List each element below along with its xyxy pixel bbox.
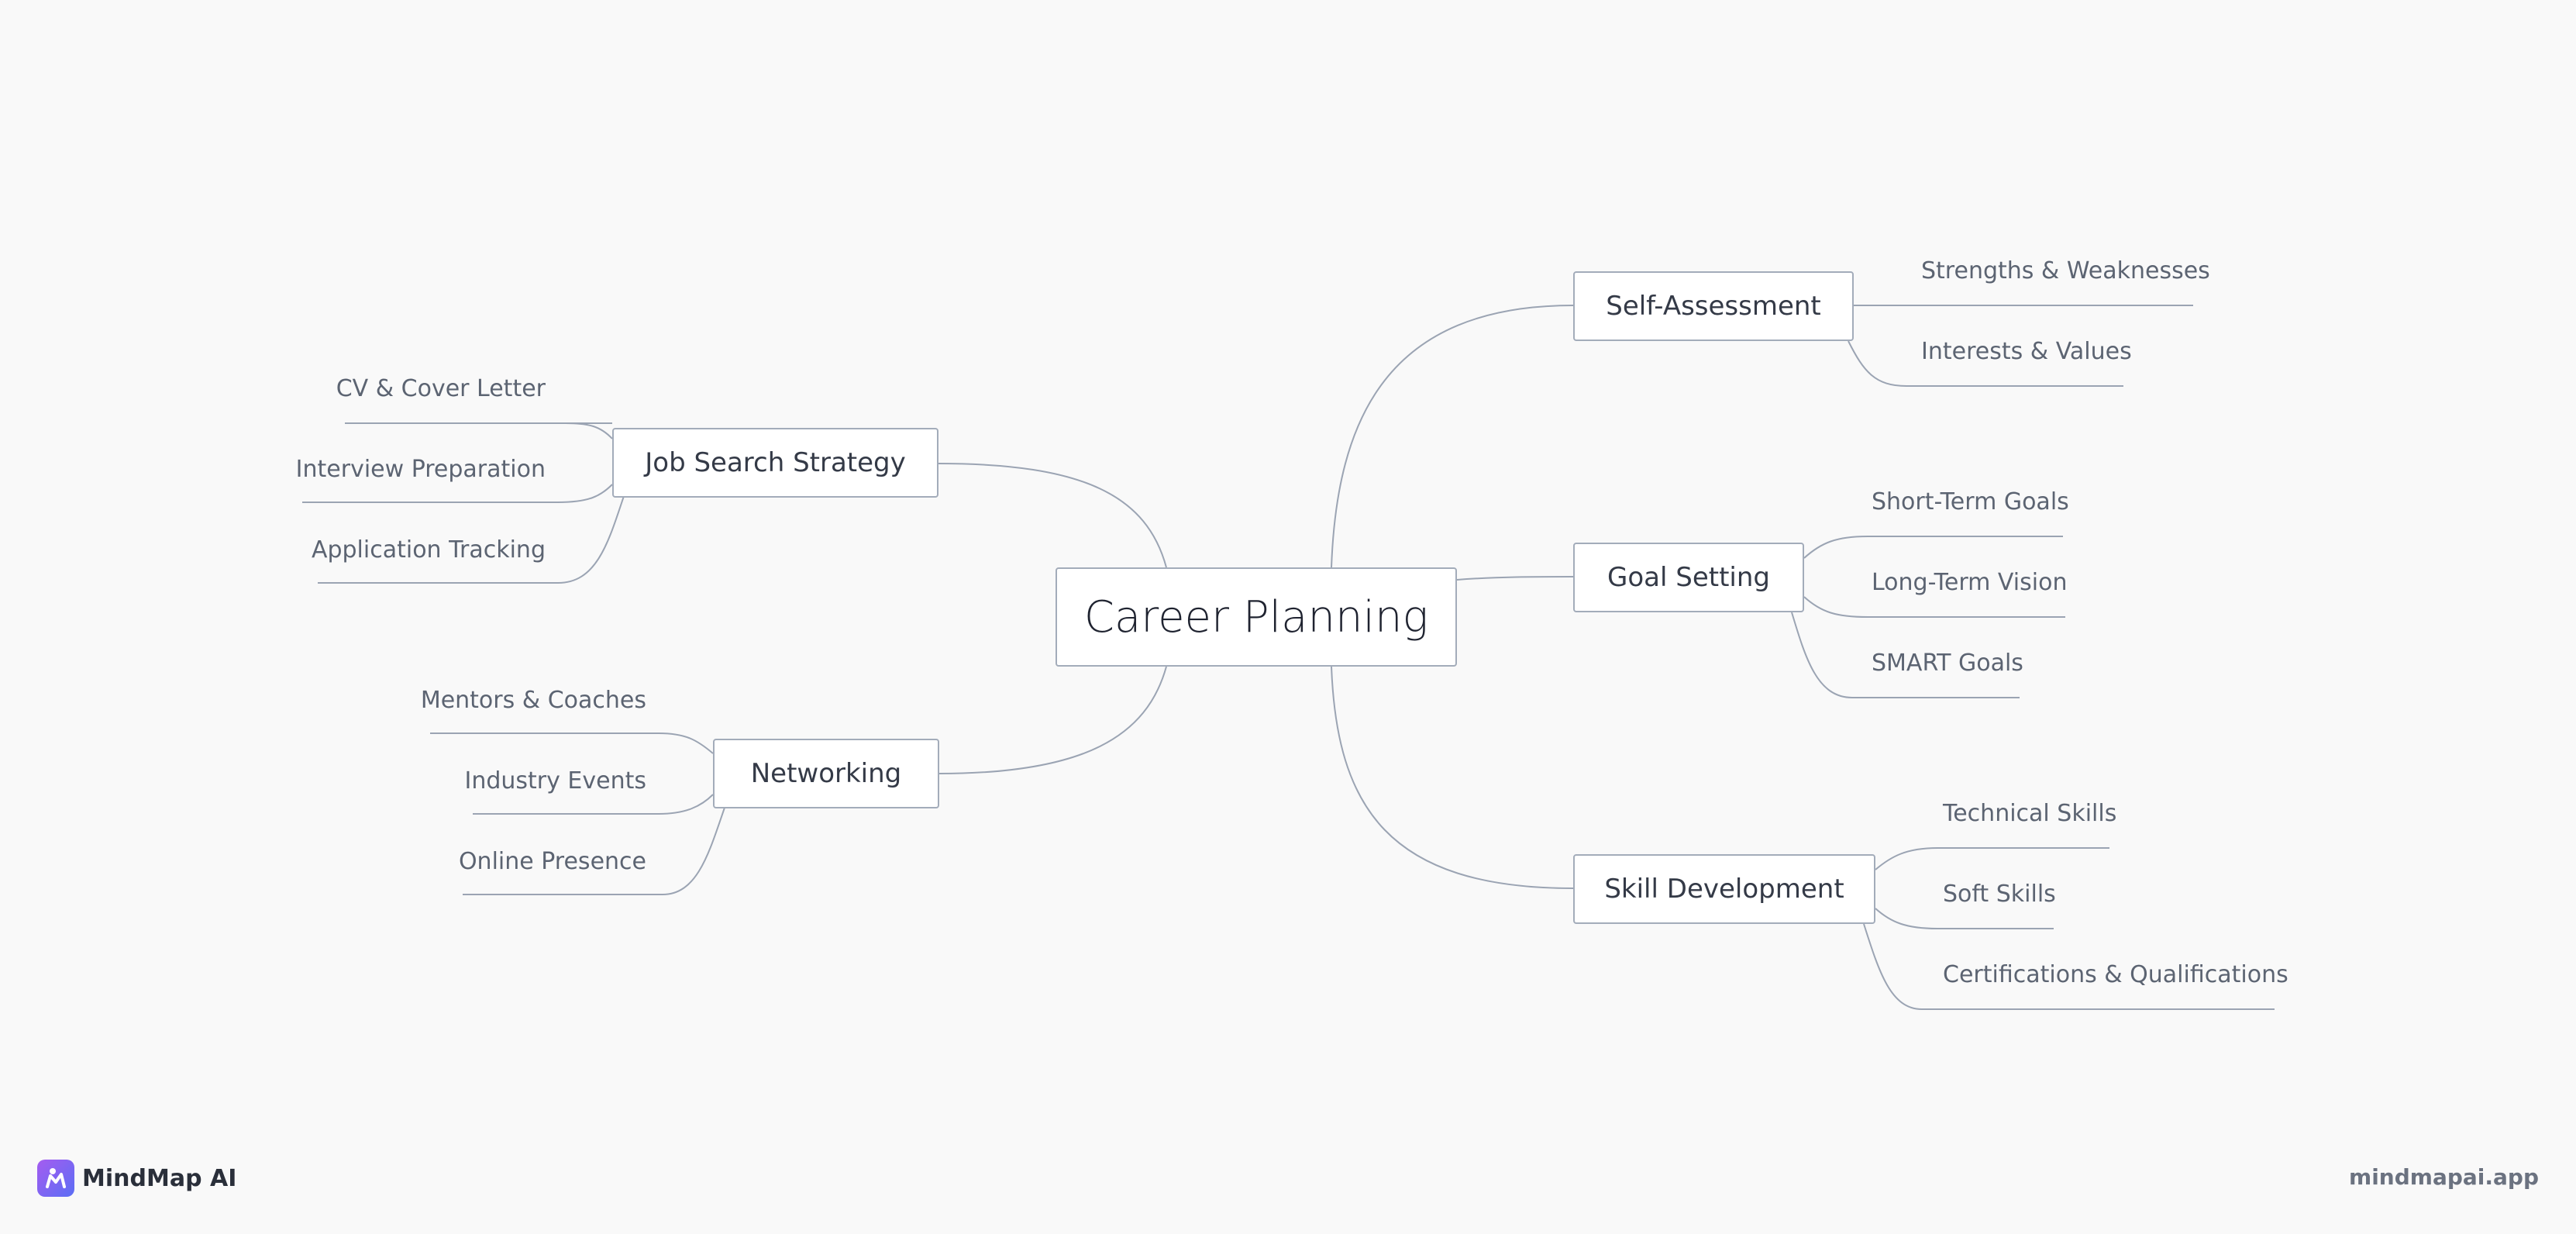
connector-networking-leaf-1 [430, 732, 714, 754]
connector-networking-leaf-3 [463, 807, 725, 895]
leaf-interview-preparation[interactable]: Interview Preparation [295, 456, 546, 483]
leaf-technical-skills[interactable]: Technical Skills [1943, 800, 2117, 827]
leaf-interests-values[interactable]: Interests & Values [1921, 338, 2132, 365]
connector-central-job-search [938, 463, 1167, 568]
brand-logo[interactable]: MindMap AI [37, 1160, 236, 1197]
connector-job-search-leaf-1-curve [565, 422, 613, 439]
connector-central-goal-setting [1456, 576, 1574, 581]
leaf-strengths-weaknesses[interactable]: Strengths & Weaknesses [1921, 257, 2210, 284]
connector-goal-setting-leaf-3 [1791, 612, 2020, 698]
branch-label: Networking [750, 758, 902, 789]
central-node-label: Career Planning [1083, 591, 1429, 643]
leaf-smart-goals[interactable]: SMART Goals [1872, 650, 2023, 677]
leaf-certifications-qualifications[interactable]: Certifications & Qualifications [1943, 961, 2288, 988]
leaf-application-tracking[interactable]: Application Tracking [311, 536, 546, 564]
leaf-mentors-coaches[interactable]: Mentors & Coaches [420, 687, 646, 714]
connector-goal-setting-leaf-2 [1803, 596, 2065, 618]
central-node[interactable]: Career Planning [1056, 567, 1457, 667]
leaf-soft-skills[interactable]: Soft Skills [1943, 881, 2056, 908]
connector-central-self-assessment [1331, 305, 1574, 568]
leaf-short-term-goals[interactable]: Short-Term Goals [1872, 488, 2069, 515]
branch-label: Self-Assessment [1606, 291, 1821, 322]
connector-skill-development-leaf-2 [1875, 908, 2054, 929]
branch-node-job-search-strategy[interactable]: Job Search Strategy [612, 428, 938, 498]
leaf-long-term-vision[interactable]: Long-Term Vision [1872, 569, 2068, 596]
branch-label: Goal Setting [1607, 562, 1770, 593]
mindmap-ai-logo-icon [37, 1160, 74, 1197]
branch-label: Skill Development [1604, 874, 1844, 905]
branch-node-networking[interactable]: Networking [713, 739, 939, 808]
connector-job-search-leaf-3 [318, 495, 625, 584]
connector-skill-development-leaf-1 [1875, 847, 2109, 870]
branch-node-goal-setting[interactable]: Goal Setting [1573, 543, 1804, 612]
connector-central-networking [938, 666, 1167, 774]
connector-networking-leaf-2 [473, 794, 714, 815]
leaf-industry-events[interactable]: Industry Events [464, 767, 646, 795]
leaf-online-presence[interactable]: Online Presence [458, 848, 646, 875]
branch-label: Job Search Strategy [645, 447, 906, 478]
connector-central-skill-development [1331, 666, 1574, 889]
connector-skill-development-leaf-3 [1863, 923, 2275, 1010]
leaf-cv-cover-letter[interactable]: CV & Cover Letter [336, 375, 546, 402]
site-url[interactable]: mindmapai.app [2349, 1164, 2539, 1190]
connector-job-search-leaf-2 [302, 484, 613, 503]
brand-name: MindMap AI [82, 1164, 237, 1192]
connector-goal-setting-leaf-1 [1803, 536, 2063, 559]
branch-node-skill-development[interactable]: Skill Development [1573, 854, 1875, 924]
connector-self-assessment-leaf-2 [1848, 340, 2123, 387]
branch-node-self-assessment[interactable]: Self-Assessment [1573, 271, 1854, 341]
